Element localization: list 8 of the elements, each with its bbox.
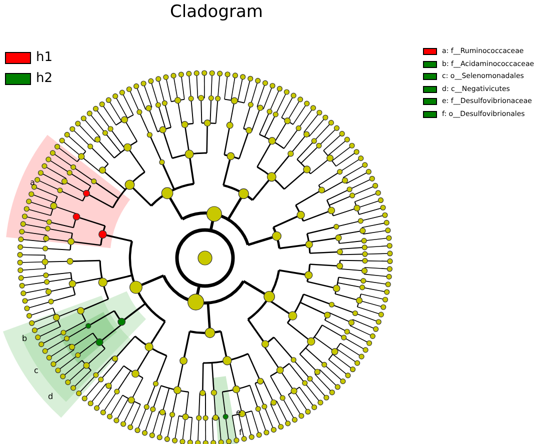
clade-letter: d: [48, 392, 54, 401]
chart-title: Cladogram: [170, 2, 263, 22]
clade-letter: a: [30, 178, 35, 187]
legend-label: h2: [36, 70, 53, 86]
clade-letter: c: [34, 366, 38, 375]
clade-letter: b: [22, 334, 28, 343]
clade-letter: f: [239, 428, 242, 437]
legend-label: h1: [36, 50, 53, 65]
